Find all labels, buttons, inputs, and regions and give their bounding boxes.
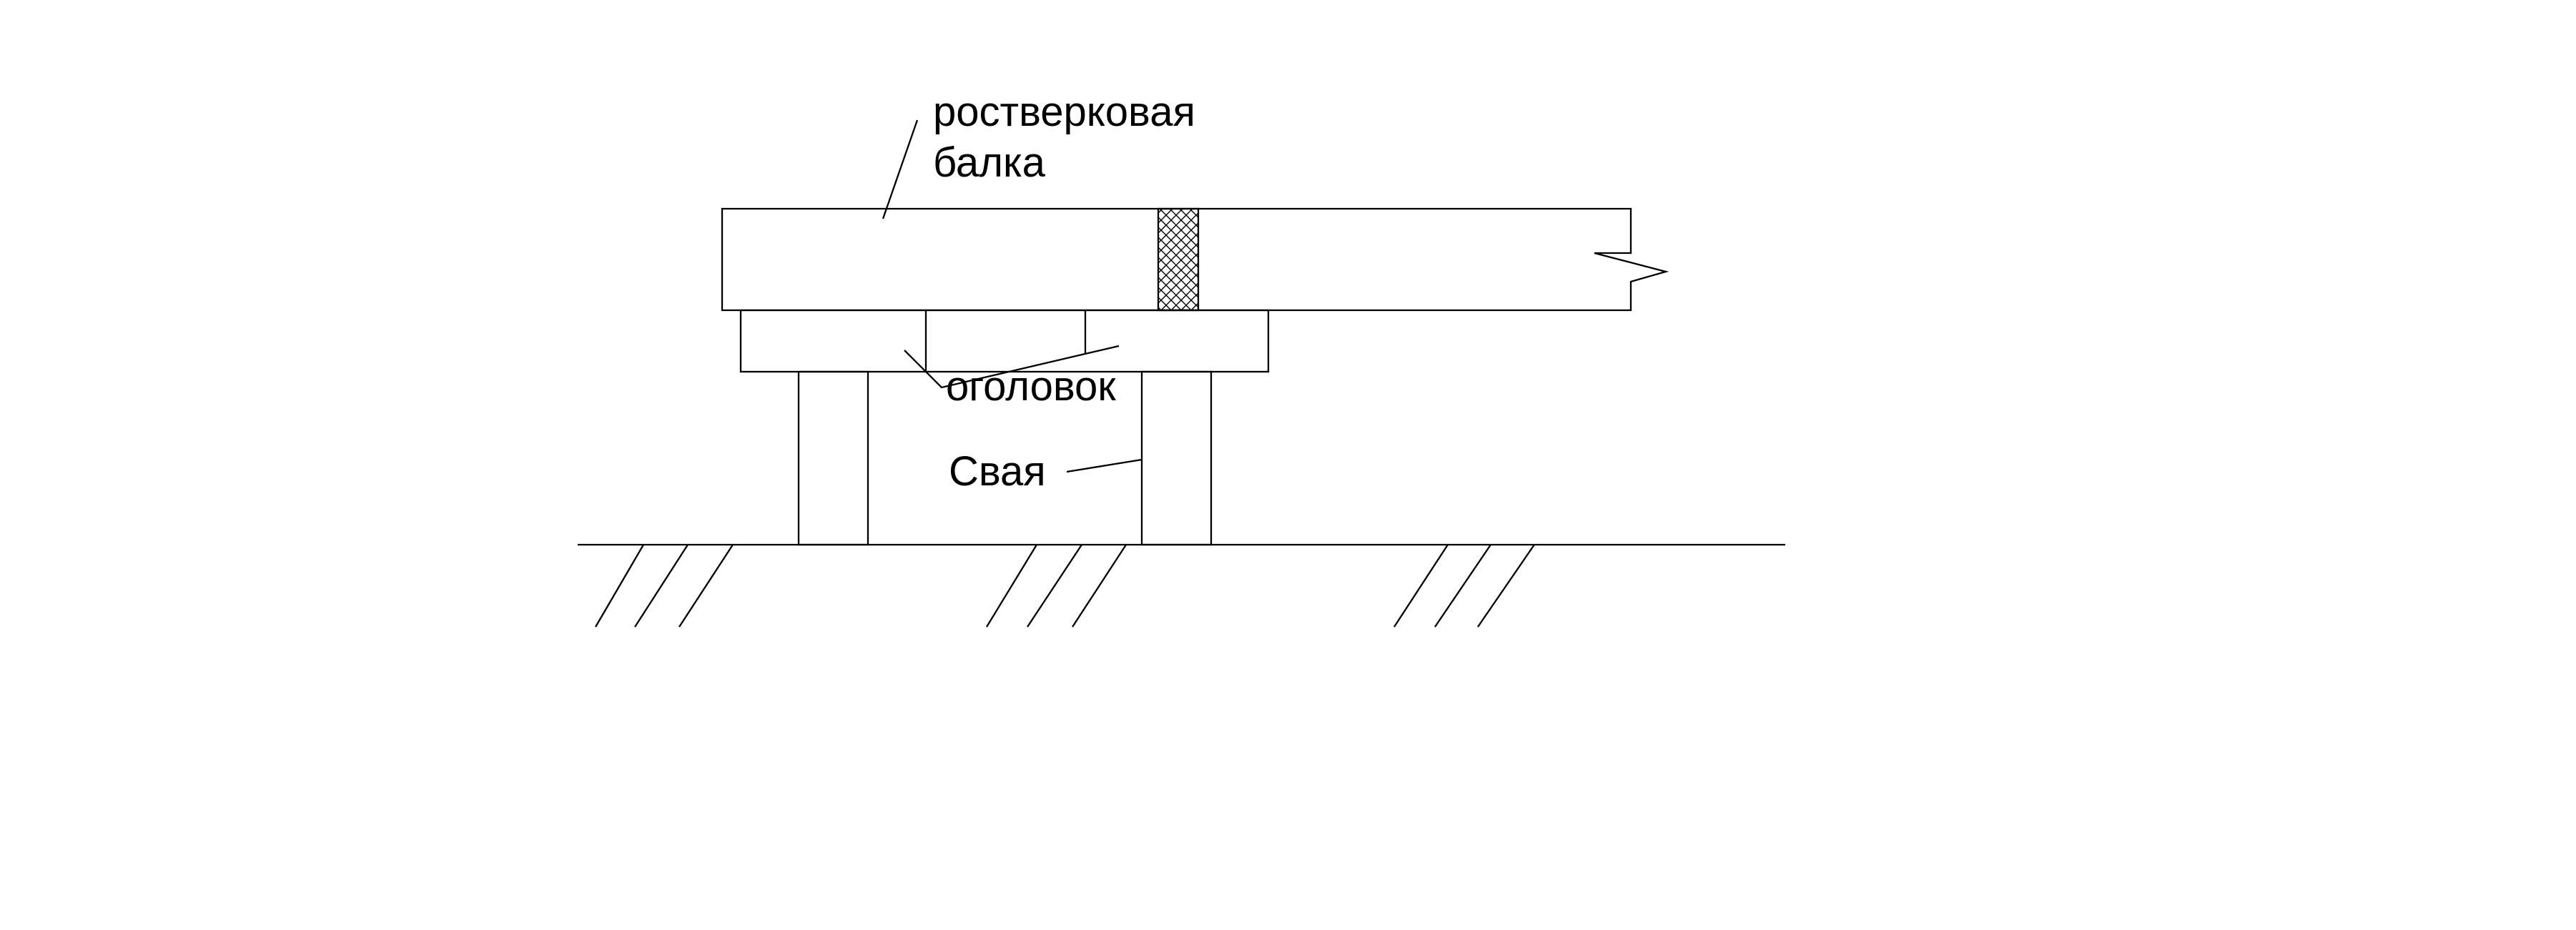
pile-cap — [739, 309, 1270, 373]
pile-cap-label: оголовок — [946, 363, 1116, 410]
pile-leader-line — [1066, 458, 1143, 473]
beam-hatched-section — [1157, 207, 1200, 312]
pile-right — [1140, 370, 1213, 546]
beam-label-line-2: балка — [933, 139, 1046, 186]
beam-label-line-1: ростверковая — [933, 89, 1195, 135]
ground-hatching — [595, 544, 1535, 628]
pile-label: Свая — [949, 448, 1046, 495]
cap-leader-line — [904, 345, 1120, 389]
pile-left — [797, 370, 869, 546]
beam-leader-line — [882, 119, 919, 219]
